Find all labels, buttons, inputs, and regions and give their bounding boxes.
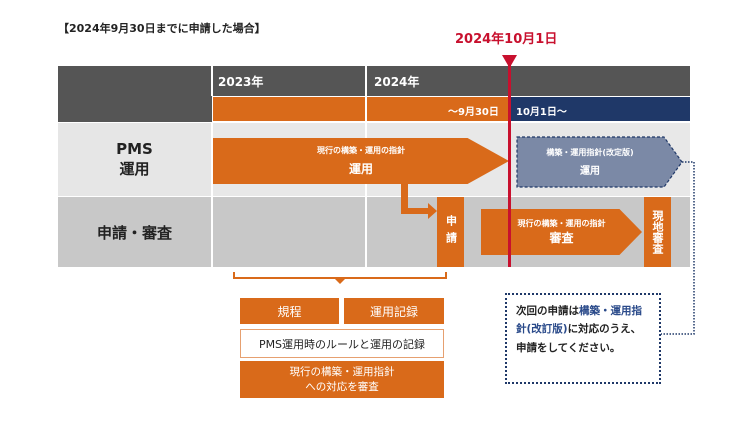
note-box: 次回の申請は構築・運用指針(改訂版)に対応のうえ、申請をしてください。 bbox=[505, 293, 661, 384]
connector bbox=[401, 184, 408, 214]
period-after: 10月1日～ bbox=[510, 97, 690, 121]
note-text: に対応のうえ、申請をしてください。 bbox=[516, 323, 642, 354]
onsite-review-bar: 現地審査 bbox=[644, 197, 671, 267]
header-row bbox=[58, 66, 690, 96]
row-label-pms: PMS 運用 bbox=[58, 123, 211, 196]
bracket-icon bbox=[233, 272, 447, 284]
bar-main: 審査 bbox=[549, 231, 574, 245]
deadline-label: 2024年10月1日 bbox=[455, 32, 558, 47]
bar-main: 運用 bbox=[348, 162, 373, 176]
doc-description: PMS運用時のルールと運用の記録 bbox=[240, 329, 444, 358]
page-title: 【2024年9月30日までに申請した場合】 bbox=[58, 22, 266, 35]
current-operation-arrow: 現行の構築・運用の指針 運用 bbox=[213, 138, 509, 184]
row-label-review: 申請・審査 bbox=[58, 197, 211, 267]
connector-arrowhead bbox=[428, 203, 437, 219]
revised-operation-arrow bbox=[516, 136, 683, 188]
note-text: 次回の申請は bbox=[516, 305, 579, 317]
bar-main: 運用 bbox=[580, 166, 600, 177]
apply-bar: 申請 bbox=[437, 197, 464, 267]
callout-connector bbox=[661, 161, 695, 335]
deadline-line bbox=[508, 60, 511, 267]
period-before-label: ～9月30日 bbox=[448, 107, 499, 118]
doc-records: 運用記録 bbox=[344, 298, 444, 324]
divider bbox=[211, 66, 213, 267]
period-row-left bbox=[58, 96, 212, 122]
doc-review-description: 現行の構築・運用指針 への対応を審査 bbox=[240, 361, 444, 398]
bar-sub: 構築・運用指針(改定版) bbox=[546, 148, 634, 157]
period-after-label: 10月1日～ bbox=[516, 107, 567, 118]
bar-sub: 現行の構築・運用の指針 bbox=[517, 219, 606, 228]
period-before bbox=[213, 97, 508, 121]
bar-sub: 現行の構築・運用の指針 bbox=[317, 146, 405, 155]
note-highlight: 構築・運用指針(改訂版) bbox=[516, 305, 642, 336]
revised-label: 構築・運用指針(改定版) 運用 bbox=[516, 136, 664, 188]
doc-rules: 規程 bbox=[240, 298, 339, 324]
year-2023: 2023年 bbox=[218, 75, 264, 89]
year-2024: 2024年 bbox=[374, 75, 420, 89]
review-arrow: 現行の構築・運用の指針 審査 bbox=[481, 209, 642, 255]
divider bbox=[365, 66, 367, 96]
